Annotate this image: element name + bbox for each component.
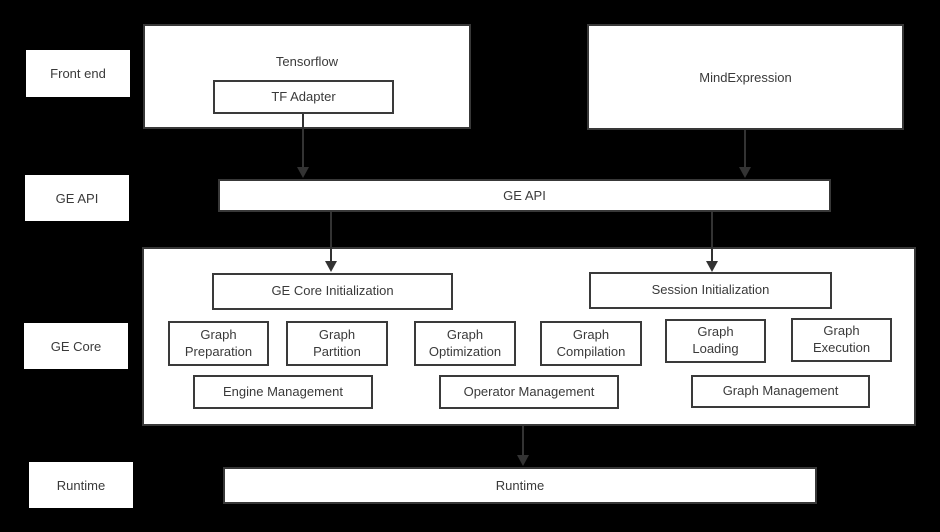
mindexpression-label: MindExpression xyxy=(699,69,792,85)
arrow-down-icon xyxy=(517,455,529,466)
arrow-line xyxy=(711,212,713,263)
arrow-ge-api-to-session-init xyxy=(706,212,718,272)
row-label-runtime-text: Runtime xyxy=(56,477,106,493)
arrow-ge-core-to-runtime xyxy=(517,426,529,466)
row-label-front-end-text: Front end xyxy=(50,66,106,81)
arrow-down-icon xyxy=(297,167,309,178)
graph-loading-label: Graph Loading xyxy=(692,324,739,356)
tensorflow-label: Tensorflow xyxy=(275,54,339,69)
graph-management-box: Graph Management xyxy=(691,375,870,408)
engine-management-box: Engine Management xyxy=(193,375,373,409)
ge-core-initialization-box: GE Core Initialization xyxy=(212,273,453,310)
ge-api-label: GE API xyxy=(503,188,546,203)
arrow-tf-adapter-to-ge-api xyxy=(297,114,309,178)
graph-compilation-label: Graph Compilation xyxy=(556,326,626,359)
tf-adapter-box: TF Adapter xyxy=(213,80,394,114)
arrow-ge-api-to-ge-core-init xyxy=(325,212,337,272)
arrow-line xyxy=(522,426,524,457)
arrow-down-icon xyxy=(706,261,718,272)
ge-api-bar: GE API xyxy=(218,179,831,212)
mindexpression-box: MindExpression xyxy=(587,24,904,130)
session-initialization-label: Session Initialization xyxy=(651,282,770,298)
tf-adapter-label: TF Adapter xyxy=(271,88,336,104)
row-label-ge-core-text: GE Core xyxy=(50,338,102,354)
arrow-down-icon xyxy=(739,167,751,178)
arrow-mindexpression-to-ge-api xyxy=(739,130,751,178)
graph-partition-box: Graph Partition xyxy=(286,321,388,366)
graph-optimization-label: Graph Optimization xyxy=(428,326,502,359)
row-label-front-end: Front end xyxy=(26,50,130,97)
session-initialization-box: Session Initialization xyxy=(589,272,832,309)
runtime-label: Runtime xyxy=(495,478,545,493)
tensorflow-box: Tensorflow TF Adapter xyxy=(143,24,471,129)
graph-management-label: Graph Management xyxy=(722,383,839,399)
arrow-line xyxy=(302,114,304,169)
engine-management-label: Engine Management xyxy=(223,383,343,399)
operator-management-box: Operator Management xyxy=(439,375,619,409)
operator-management-label: Operator Management xyxy=(463,383,595,399)
graph-execution-box: Graph Execution xyxy=(791,318,892,362)
graph-execution-label: Graph Execution xyxy=(812,323,871,355)
row-label-ge-api-text: GE API xyxy=(55,190,99,206)
arrow-down-icon xyxy=(325,261,337,272)
row-label-runtime: Runtime xyxy=(29,462,133,508)
row-label-ge-api: GE API xyxy=(25,175,129,221)
arrow-line xyxy=(330,212,332,263)
graph-loading-box: Graph Loading xyxy=(665,319,766,363)
ge-core-initialization-label: GE Core Initialization xyxy=(271,283,394,299)
runtime-bar: Runtime xyxy=(223,467,817,504)
graph-compilation-box: Graph Compilation xyxy=(540,321,642,366)
graph-partition-label: Graph Partition xyxy=(313,326,361,359)
graph-preparation-label: Graph Preparation xyxy=(184,326,253,359)
graph-optimization-box: Graph Optimization xyxy=(414,321,516,366)
row-label-ge-core: GE Core xyxy=(24,323,128,369)
graph-preparation-box: Graph Preparation xyxy=(168,321,269,366)
arrow-line xyxy=(744,130,746,169)
